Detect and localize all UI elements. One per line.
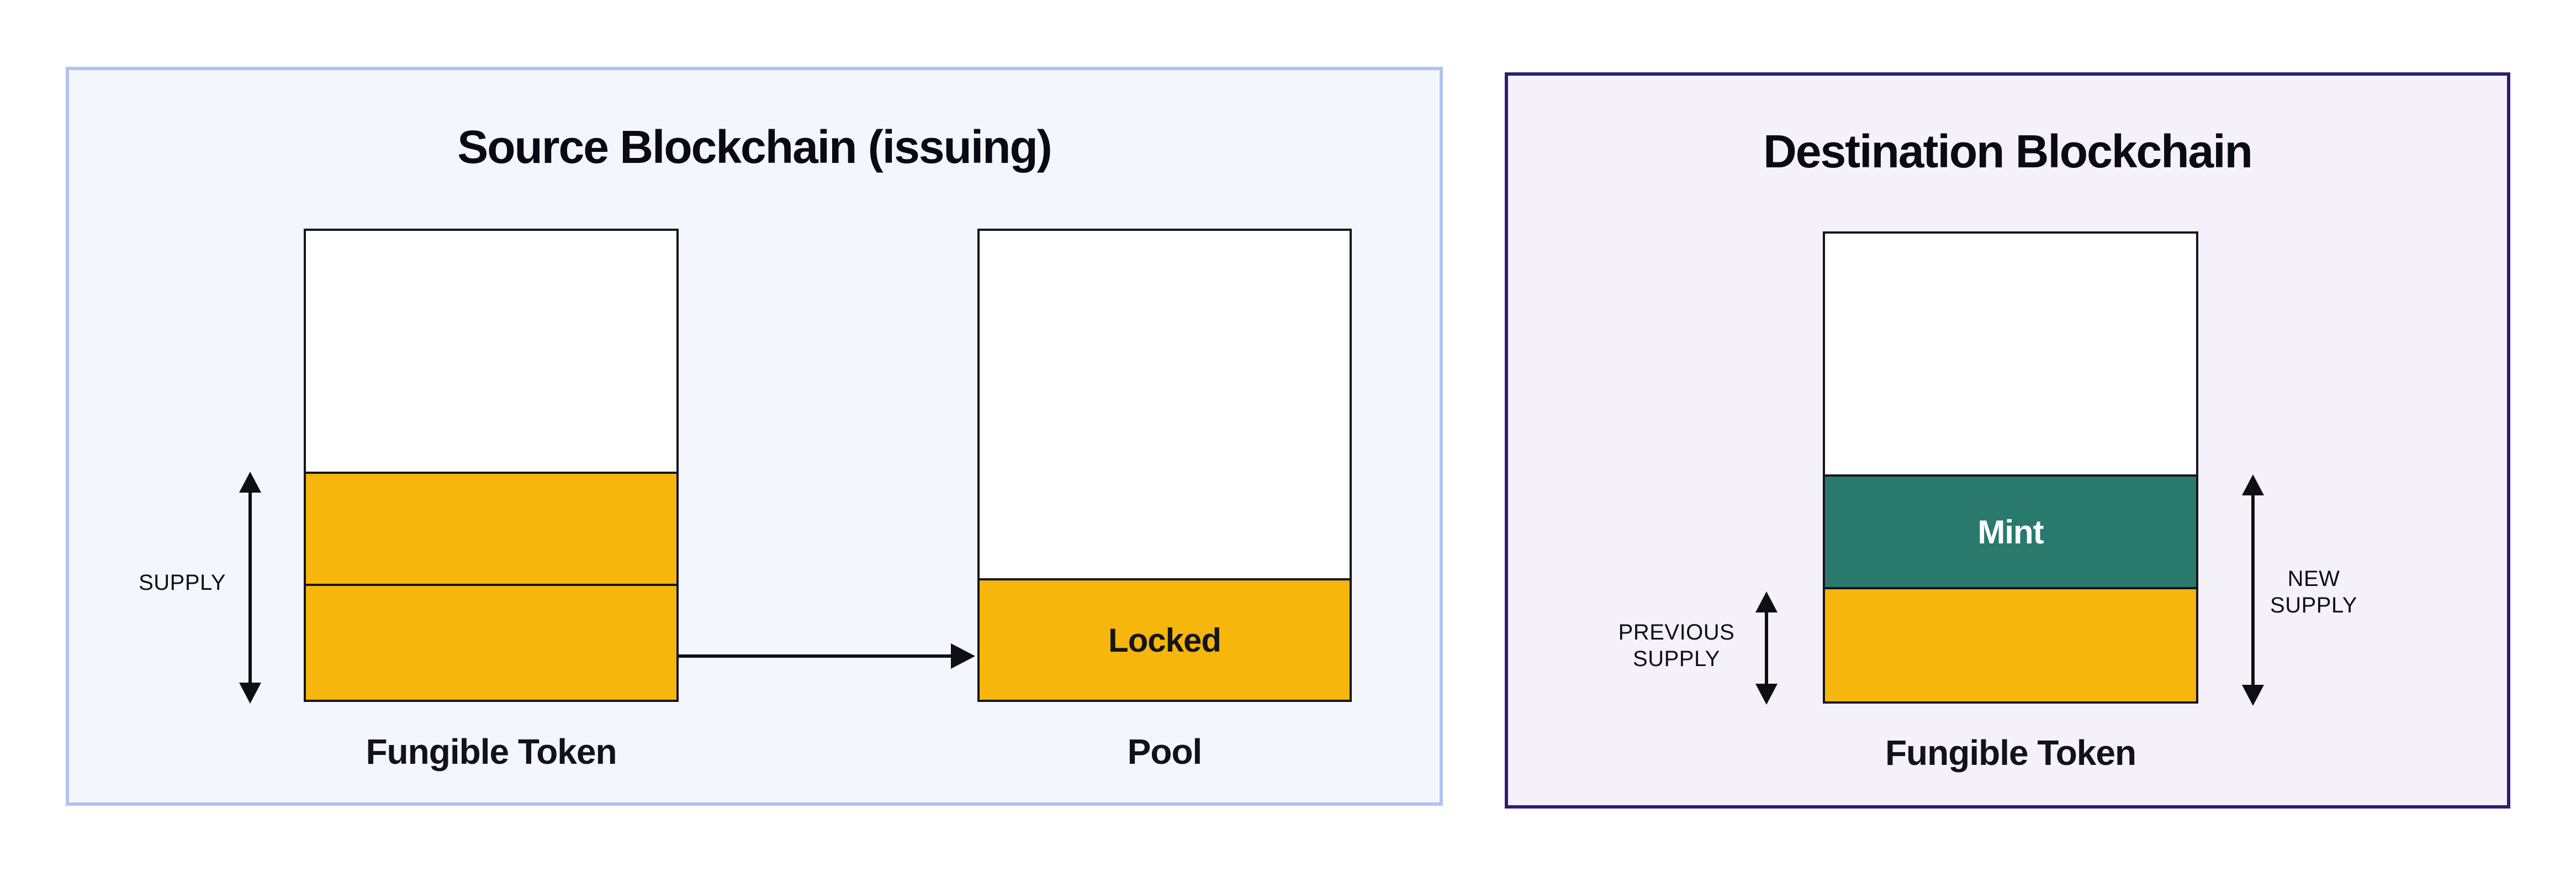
source-token-unfilled-segment (306, 231, 676, 472)
destination-fungible-token-bar: Mint (1823, 231, 2198, 704)
source-token-supply-upper-segment (306, 472, 676, 586)
mint-segment-label: Mint (1977, 513, 2044, 551)
previous-supply-label-line2: SUPPLY (1633, 647, 1720, 671)
supply-arrow-shaft (248, 488, 252, 687)
mint-segment: Mint (1825, 474, 2196, 589)
destination-token-unfilled-segment (1825, 234, 2196, 474)
new-supply-arrow-shaft (2251, 491, 2255, 689)
previous-supply-range-arrow-icon (1755, 591, 1778, 705)
new-supply-range-arrow-icon (2242, 474, 2264, 706)
new-supply-label-line2: SUPPLY (2270, 593, 2357, 617)
previous-supply-label-line1: PREVIOUS (1618, 620, 1735, 644)
source-fungible-token-bar (304, 229, 679, 702)
pool-bar: Locked (977, 229, 1352, 702)
destination-panel-title: Destination Blockchain (1763, 125, 2253, 177)
transfer-arrow-head (951, 643, 975, 669)
source-token-supply-lower-segment (306, 586, 676, 700)
source-panel-title: Source Blockchain (issuing) (457, 121, 1052, 173)
source-blockchain-panel: Source Blockchain (issuing) Locked SUPPL… (66, 67, 1443, 806)
destination-fungible-token-label: Fungible Token (1885, 733, 2136, 773)
new-supply-label: NEW SUPPLY (2203, 566, 2424, 619)
new-supply-label-line1: NEW (2287, 567, 2340, 591)
destination-previous-supply-segment (1825, 589, 2196, 701)
source-fungible-token-label: Fungible Token (366, 732, 617, 772)
locked-segment-label: Locked (1108, 621, 1221, 659)
previous-supply-label: PREVIOUS SUPPLY (1566, 619, 1787, 672)
lock-transfer-arrow-icon (679, 643, 975, 669)
pool-locked-segment: Locked (977, 578, 1352, 702)
destination-blockchain-panel: Destination Blockchain Mint PREVIOUS SUP… (1505, 72, 2510, 809)
supply-range-arrow-icon (239, 472, 261, 704)
supply-label: SUPPLY (139, 570, 226, 595)
pool-label: Pool (1127, 732, 1203, 772)
transfer-arrow-shaft (679, 654, 954, 658)
previous-supply-arrow-shaft (1765, 608, 1768, 688)
